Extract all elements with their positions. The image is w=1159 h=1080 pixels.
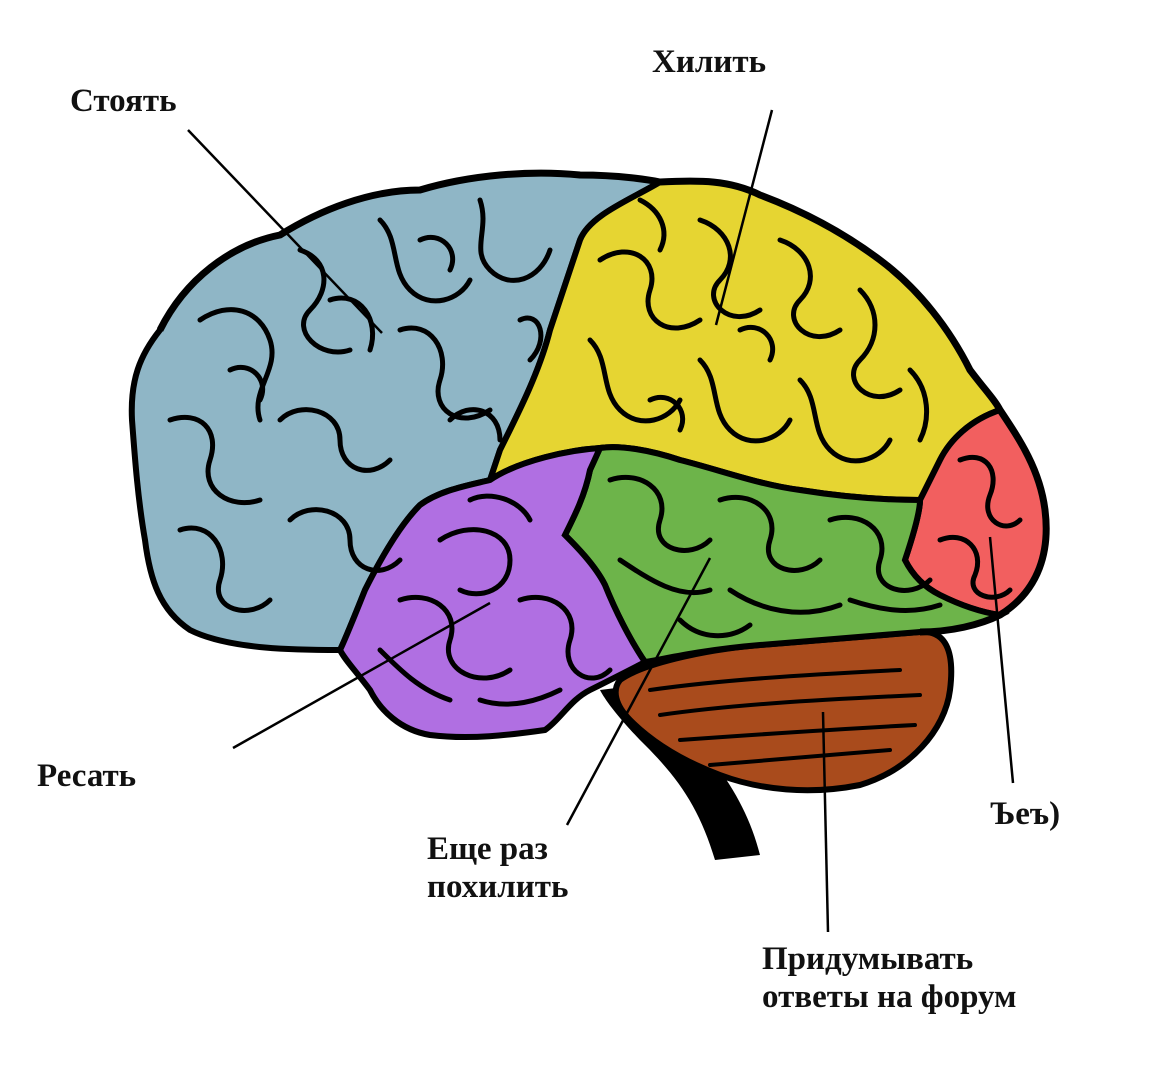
leader-line-frontal [187, 129, 383, 334]
frontal-gyri [167, 197, 553, 613]
brain-outline [156, 169, 1050, 636]
leader-line-stem [565, 557, 712, 826]
middle-gyri [607, 474, 943, 639]
label-cerebellum: Придумывать ответы на форум [762, 940, 1017, 1016]
label-cerebellum-line2: ответы на форум [762, 979, 1017, 1015]
leader-lines [187, 109, 1015, 933]
leader-line-temporal [232, 601, 491, 750]
leader-line-parietal [714, 109, 774, 326]
label-parietal: Хилить [652, 43, 766, 81]
label-frontal-text: Стоять [70, 83, 177, 119]
label-cerebellum-line1: Придумывать [762, 941, 974, 977]
cerebellum-folia [648, 668, 922, 767]
occipital-gyri [937, 455, 1023, 600]
label-temporal: Ресать [37, 757, 136, 795]
temporal-gyri [377, 493, 613, 707]
label-occipital: Ъеъ) [990, 795, 1060, 833]
label-temporal-text: Ресать [37, 758, 137, 794]
label-frontal: Стоять [70, 82, 177, 120]
label-occipital-text: Ъеъ) [990, 796, 1061, 832]
leader-line-occipital [988, 536, 1015, 784]
label-stem-line1: Еще раз [427, 831, 548, 867]
label-stem: Еще раз похилить [427, 830, 568, 906]
label-parietal-text: Хилить [652, 44, 767, 80]
leader-line-cerebellum [821, 711, 830, 933]
parietal-gyri [587, 197, 930, 464]
label-stem-line2: похилить [427, 869, 569, 905]
